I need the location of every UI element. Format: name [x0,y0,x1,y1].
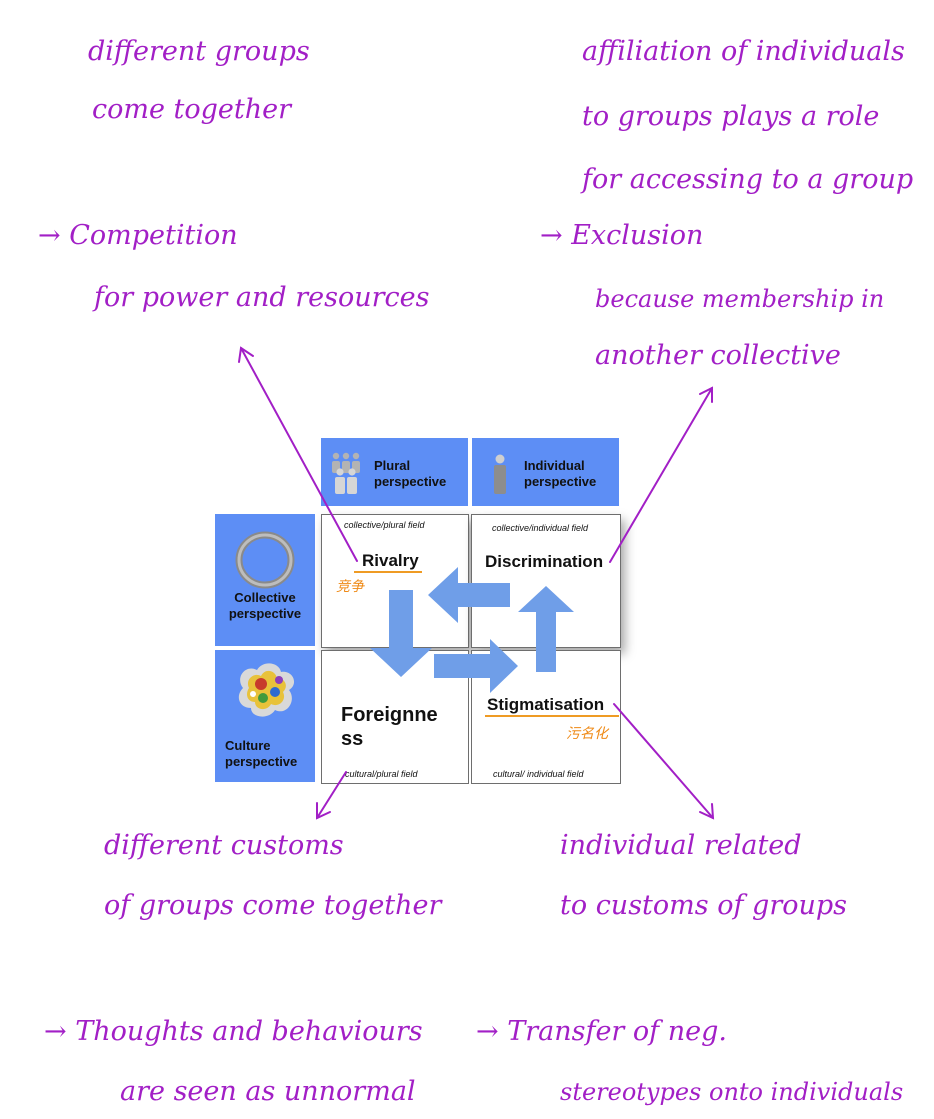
note-conclusion-left-2: are seen as unnormal [120,1076,416,1107]
field-label-cultural-plural: cultural/plural field [345,769,418,779]
note-bottom-right-2: to customs of groups [560,890,848,921]
note-conclusion-right-2: stereotypes onto individuals [560,1078,904,1106]
field-label-collective-individual: collective/individual field [492,523,589,533]
arrow-down-icon [370,590,432,677]
note-top-right-3: for accessing to a group [582,164,914,195]
rivalry-underline [354,571,422,573]
field-label-collective-plural: collective/plural field [344,520,425,530]
arrow-right-icon [434,639,518,693]
note-bottom-right-1: individual related [560,830,802,861]
stigmatisation-title: Stigmatisation [487,695,605,714]
note-exclusion-3: another collective [595,340,841,371]
rivalry-chinese-note: 竞争 [336,579,364,595]
note-bottom-left-1: different customs [104,830,344,861]
note-top-left-1: different groups [88,36,310,67]
people-group-icon [332,452,360,494]
person-icon [494,454,506,494]
note-top-right-2: to groups plays a role [582,101,880,132]
ring-icon [235,531,295,589]
discrimination-title: Discrimination [485,552,604,571]
stigmatisation-underline [485,715,619,717]
stigmatisation-chinese-note: 污名化 [566,726,608,742]
arrow-up-icon [518,586,574,672]
note-competition-2: for power and resources [94,282,430,313]
note-bottom-left-2: of groups come together [104,890,442,921]
note-exclusion-1: → Exclusion [540,220,704,251]
note-competition-1: → Competition [38,220,238,251]
note-conclusion-left-1: → Thoughts and behaviours [44,1016,423,1047]
note-top-right-1: affiliation of individuals [582,36,905,67]
note-exclusion-2: because membership in [595,285,885,313]
cell-discrimination: collective/individual field Discriminati… [471,514,621,648]
arrow-left-icon [428,567,510,623]
field-label-cultural-individual: cultural/ individual field [493,769,584,779]
rivalry-title: Rivalry [362,551,419,570]
note-conclusion-right-1: → Transfer of neg. [476,1016,727,1047]
culture-splash-icon [238,663,295,717]
note-top-left-2: come together [92,94,292,125]
